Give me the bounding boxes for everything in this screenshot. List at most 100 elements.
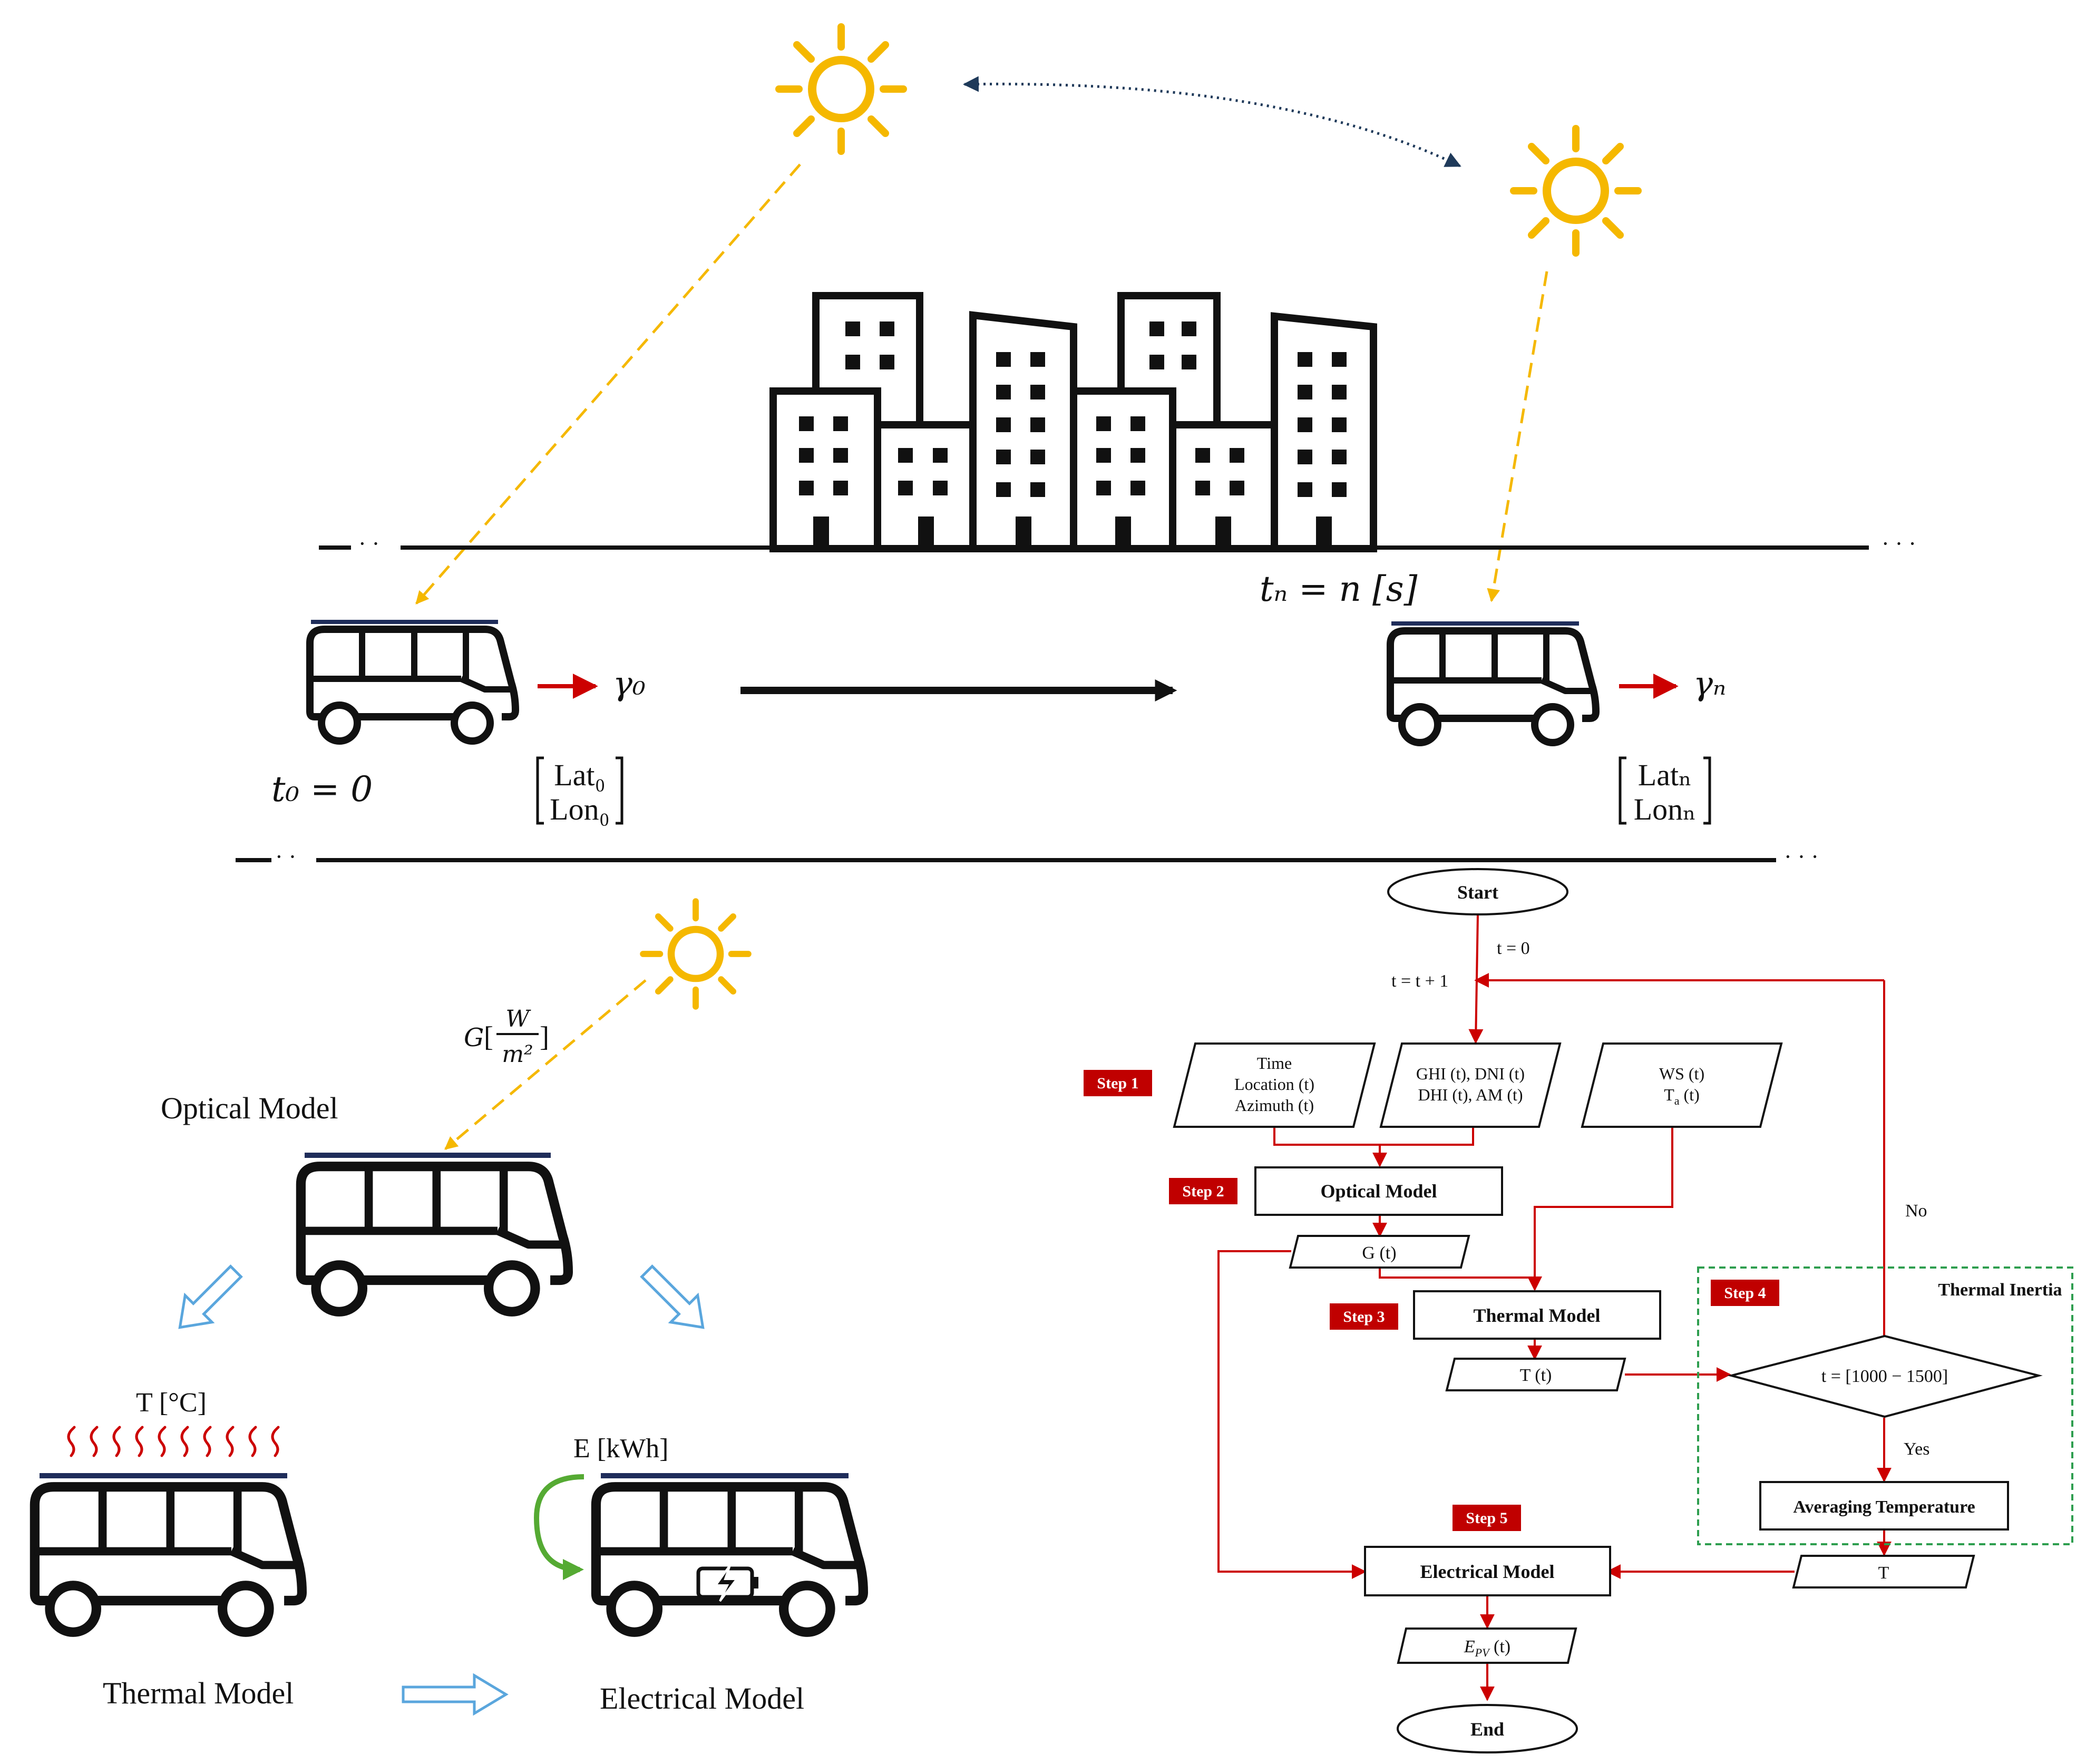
latlon-start-vector: Lat₀ Lon₀ (536, 756, 623, 826)
decision-text: t = [1000 − 1500] (1821, 1367, 1948, 1386)
t-increment-label: t = t + 1 (1391, 971, 1448, 991)
yes-label: Yes (1904, 1439, 1929, 1459)
input3-ws: WS (t) (1659, 1064, 1704, 1083)
g-bracket-close: ] (540, 1021, 549, 1052)
bus-thermal (35, 1487, 302, 1632)
epv-tail: (t) (1489, 1637, 1511, 1656)
electrical-model-box (1364, 1546, 1611, 1596)
road-lower-ellipsis-right: · · · (1784, 844, 1819, 870)
start-terminal (1387, 868, 1568, 915)
averaging-temperature-box (1759, 1481, 2009, 1531)
arrow-to-thermal (178, 1264, 243, 1329)
t-output-text: T (t) (1520, 1366, 1552, 1385)
flowchart-connectors (1217, 914, 1892, 1701)
road-lower-ellipsis-left: · · (275, 844, 296, 870)
thermal-model-box (1413, 1290, 1661, 1340)
input2-line2: DHI (t), AM (t) (1418, 1085, 1523, 1104)
averaging-temperature-text: Averaging Temperature (1793, 1497, 1975, 1517)
ta-tail: (t) (1680, 1085, 1700, 1104)
battery-charging-icon (696, 1564, 758, 1602)
flowchart: Thermal Inertia Start t = 0 t = t + 1 Ti… (1084, 868, 2073, 1753)
lonn-label: Lonₙ (1634, 792, 1697, 826)
step-badge-5: Step 5 (1453, 1505, 1521, 1531)
lon0-label: Lon₀ (550, 792, 610, 826)
arrow-to-electrical (640, 1264, 705, 1329)
tn-label: tₙ = n [s] (1260, 569, 1418, 609)
sun-right (1514, 129, 1638, 253)
thermal-model-text: Thermal Model (1474, 1305, 1601, 1326)
sun-left (779, 27, 903, 151)
gamma-start-label: γ₀ (613, 664, 646, 703)
latn-label: Latₙ (1638, 758, 1692, 792)
input1-line3: Azimuth (t) (1235, 1096, 1314, 1115)
step-badge-4-label: Step 4 (1724, 1284, 1766, 1302)
temperature-unit-label: T [°C] (136, 1388, 207, 1418)
heat-waves (67, 1426, 280, 1457)
building-windows (799, 321, 1347, 497)
road-upper-ellipsis-right: · · · (1882, 531, 1916, 557)
optical-model-box (1254, 1166, 1503, 1216)
g-output-text: G (t) (1362, 1243, 1396, 1263)
electrical-model-label: Electrical Model (600, 1681, 804, 1716)
city-buildings (769, 292, 1377, 552)
lat0-label: Lat₀ (554, 758, 606, 792)
input-weather (1581, 1042, 1783, 1128)
bus-optical (301, 1166, 568, 1312)
building-doors (813, 516, 1332, 548)
sun-models (643, 901, 748, 1007)
t-init-label: t = 0 (1497, 939, 1530, 958)
sun-ray-right (1487, 271, 1548, 602)
ta-main: T (1664, 1085, 1674, 1104)
t0-label: t₀ = 0 (271, 769, 373, 810)
input1-line2: Location (t) (1234, 1075, 1314, 1094)
epv-text: EPV (t) (1464, 1637, 1510, 1659)
epv-main: E (1464, 1637, 1475, 1656)
input-time-location (1173, 1042, 1376, 1128)
electrical-model-text: Electrical Model (1420, 1561, 1555, 1582)
no-label: No (1905, 1201, 1927, 1221)
t-average-output (1792, 1555, 1975, 1588)
step-badge-2: Step 2 (1169, 1178, 1237, 1204)
epv-sub: PV (1475, 1646, 1490, 1659)
end-label: End (1470, 1719, 1504, 1740)
epv-output (1397, 1627, 1577, 1664)
input-irradiance (1379, 1042, 1562, 1128)
g-output (1289, 1235, 1470, 1269)
thermal-model-label: Thermal Model (103, 1676, 294, 1710)
sun-ray-models (444, 979, 647, 1150)
end-terminal (1397, 1704, 1578, 1753)
g-bracket-open: [ (484, 1021, 493, 1052)
bus-end (1390, 631, 1596, 743)
charge-loop-arrow (533, 1474, 584, 1580)
thermal-inertia-label: Thermal Inertia (1938, 1280, 2062, 1300)
t-average-text: T (1878, 1563, 1889, 1583)
latlon-end-vector: Latₙ Lonₙ (1619, 756, 1711, 826)
step-badge-5-label: Step 5 (1466, 1509, 1507, 1527)
thermal-inertia-group (1697, 1266, 2073, 1545)
optical-model-label: Optical Model (161, 1091, 338, 1125)
road-upper-ellipsis-left: · · (358, 531, 379, 557)
input2-line1: GHI (t), DNI (t) (1416, 1064, 1525, 1083)
arrow-thermal-to-electrical (402, 1673, 509, 1716)
step-badge-2-label: Step 2 (1182, 1183, 1224, 1200)
irradiance-unit: G [ W m² ] (464, 1006, 549, 1068)
sun-trajectory-arrow (963, 76, 1461, 168)
step-badge-3: Step 3 (1330, 1303, 1398, 1330)
bus-start (310, 629, 515, 741)
g-unit-denominator: m² (502, 1041, 533, 1068)
optical-model-text: Optical Model (1321, 1181, 1437, 1202)
step-badge-3-label: Step 3 (1343, 1308, 1385, 1326)
input1-line1: Time (1257, 1054, 1292, 1073)
energy-unit-label: E [kWh] (573, 1434, 668, 1464)
input3-ta: Ta (t) (1664, 1085, 1700, 1107)
t-output (1445, 1358, 1626, 1391)
step-badge-1: Step 1 (1084, 1070, 1152, 1096)
step-badge-1-label: Step 1 (1097, 1075, 1138, 1092)
sun-ray-left (415, 163, 801, 605)
start-label: Start (1457, 882, 1498, 903)
bus-electrical (596, 1487, 863, 1632)
ta-sub: a (1674, 1094, 1680, 1107)
step-badge-4: Step 4 (1711, 1280, 1779, 1306)
decision-diamond (1727, 1334, 2043, 1418)
